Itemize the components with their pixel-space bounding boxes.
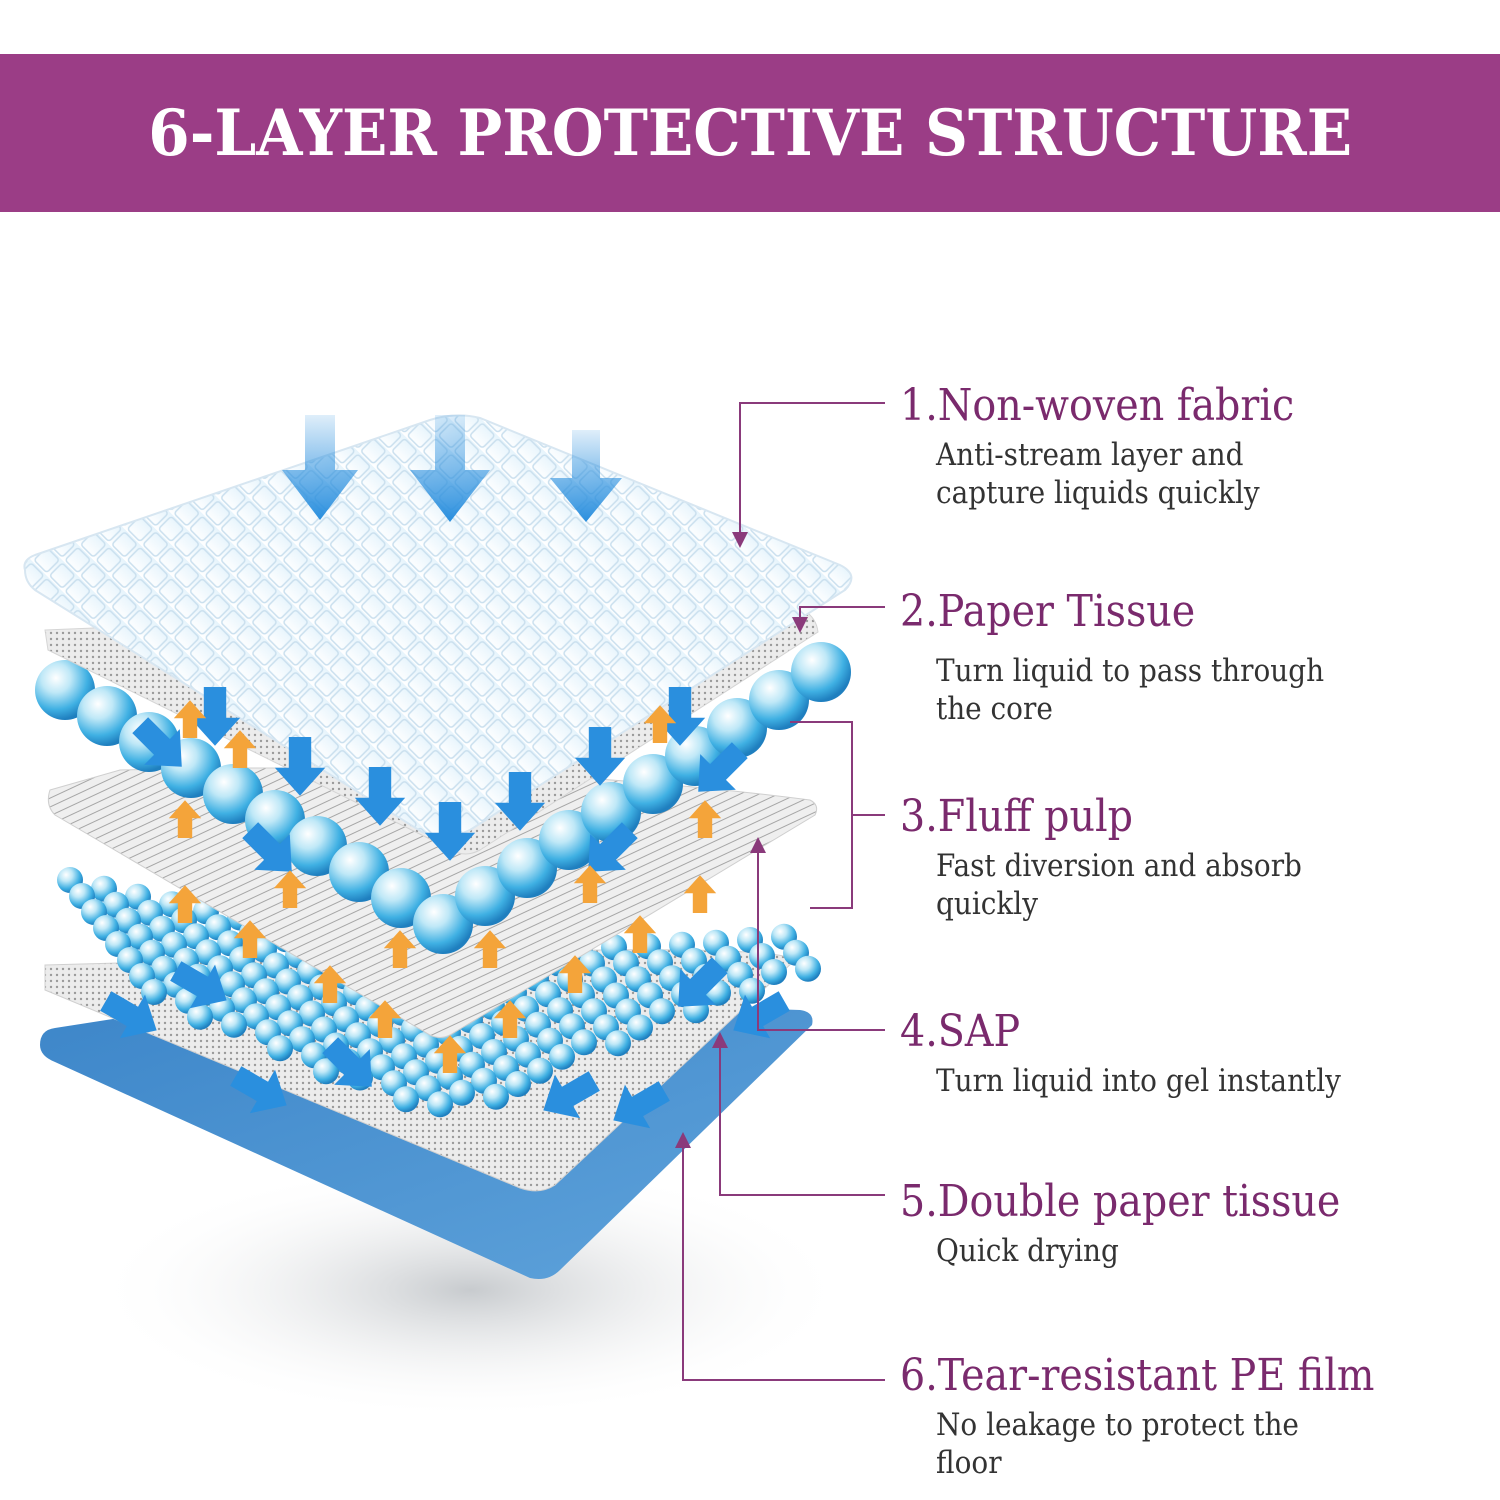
leader-line-6: [675, 1132, 885, 1381]
flow-arrow-icon: [613, 1081, 670, 1129]
layer-label-2: 2.Paper Tissue Turn liquid to pass throu…: [900, 588, 1406, 728]
layer-title: 6.Tear-resistant PE film: [900, 1350, 1375, 1401]
bead: [187, 1003, 213, 1030]
flow-arrow-icon: [354, 767, 406, 826]
layer-label-5: 5.Double paper tissue Quick drying: [900, 1178, 1406, 1270]
leader-line-4: [750, 837, 885, 1031]
bead: [393, 1086, 419, 1113]
bead: [221, 1011, 247, 1038]
down-arrow-icon: [282, 415, 358, 520]
bead: [649, 998, 675, 1025]
flow-arrow-icon: [643, 705, 677, 743]
layer-label-3: 3.Fluff pulp Fast diversion and absorb q…: [900, 793, 1406, 923]
leader-line-1: [732, 402, 885, 548]
bead: [141, 979, 167, 1005]
flow-arrow-icon: [368, 1000, 402, 1038]
layer-desc: Quick drying: [936, 1233, 1119, 1269]
header-banner: 6-LAYER PROTECTIVE STRUCTURE: [0, 54, 1500, 212]
layer-label-4: 4.SAP Turn liquid into gel instantly: [900, 1008, 1406, 1100]
flow-arrow-icon: [623, 915, 657, 953]
flow-arrow-icon: [274, 737, 326, 796]
bead: [505, 1071, 531, 1097]
layer-title: 2.Paper Tissue: [900, 586, 1196, 637]
flow-arrow-icon: [313, 965, 347, 1003]
bead: [427, 1091, 453, 1118]
layer-title: 1.Non-woven fabric: [900, 380, 1295, 431]
flow-arrow-icon: [170, 961, 227, 1009]
layer-desc: Fast diversion and absorb quickly: [936, 848, 1302, 922]
layer-desc: Anti-stream layer and capture liquids qu…: [936, 437, 1260, 511]
flow-arrow-icon: [543, 1071, 600, 1119]
bead: [527, 1057, 553, 1084]
layer-label-1: 1.Non-woven fabric Anti-stream layer and…: [900, 382, 1406, 512]
bead: [761, 959, 787, 985]
bead: [483, 1083, 509, 1110]
layer-desc: Turn liquid to pass through the core: [936, 653, 1325, 727]
inflow-arrows: [282, 415, 622, 522]
flow-arrows: [100, 687, 790, 1129]
flow-arrow-icon: [383, 930, 417, 968]
non-woven-layer: [23, 414, 853, 838]
bead: [791, 642, 851, 702]
flow-arrow-icon: [678, 957, 728, 1007]
bead: [313, 1058, 339, 1085]
bead: [739, 977, 765, 1004]
bead: [795, 955, 821, 982]
flow-arrow-icon: [223, 730, 257, 768]
leader-lines: [675, 402, 885, 1381]
leader-line-2: [792, 606, 885, 633]
flow-arrow-icon: [173, 700, 207, 738]
leader-line-3: [790, 721, 885, 816]
layer-title: 5.Double paper tissue: [900, 1176, 1341, 1227]
layer-title: 3.Fluff pulp: [900, 791, 1134, 842]
flow-arrow-icon: [683, 875, 717, 913]
bead: [267, 1035, 293, 1062]
flow-arrow-icon: [558, 955, 592, 993]
bead: [449, 1079, 475, 1106]
bead: [605, 1030, 631, 1057]
flow-arrow-icon: [100, 991, 157, 1039]
flow-arrow-icon: [573, 865, 607, 903]
flow-arrow-icon: [322, 1037, 372, 1087]
bead: [549, 1043, 575, 1070]
flow-arrow-icon: [574, 727, 626, 786]
bead: [571, 1029, 597, 1056]
down-arrow-icon: [550, 430, 622, 522]
flow-arrow-icon: [132, 717, 182, 767]
bead: [627, 1014, 653, 1041]
flow-arrow-icon: [242, 822, 292, 872]
flow-arrow-icon: [168, 885, 202, 923]
flow-arrow-icon: [233, 920, 267, 958]
flow-arrow-icon: [433, 1035, 467, 1073]
layer-desc: Turn liquid into gel instantly: [936, 1063, 1341, 1099]
leader-line-3b: [810, 815, 853, 909]
flow-arrow-icon: [424, 802, 476, 861]
leader-line-5: [712, 1032, 885, 1196]
layer-title: 4.SAP: [900, 1006, 1021, 1057]
flow-arrow-icon: [493, 1000, 527, 1038]
flow-arrow-icon: [588, 822, 638, 872]
flow-arrow-icon: [189, 687, 241, 746]
flow-arrow-icon: [494, 772, 546, 831]
floor-shadow: [90, 1160, 850, 1420]
layer-desc: No leakage to protect the floor: [936, 1407, 1299, 1481]
flow-arrow-icon: [473, 930, 507, 968]
flow-arrow-icon: [230, 1066, 287, 1114]
down-arrow-icon: [410, 415, 490, 522]
flow-arrow-icon: [688, 800, 722, 838]
flow-arrow-icon: [733, 991, 790, 1039]
page-title: 6-LAYER PROTECTIVE STRUCTURE: [148, 95, 1352, 171]
flow-arrow-icon: [654, 687, 706, 746]
layer-label-6: 6.Tear-resistant PE film No leakage to p…: [900, 1352, 1427, 1482]
flow-arrow-icon: [698, 742, 748, 792]
flow-arrow-icon: [168, 800, 202, 838]
flow-arrow-icon: [273, 870, 307, 908]
